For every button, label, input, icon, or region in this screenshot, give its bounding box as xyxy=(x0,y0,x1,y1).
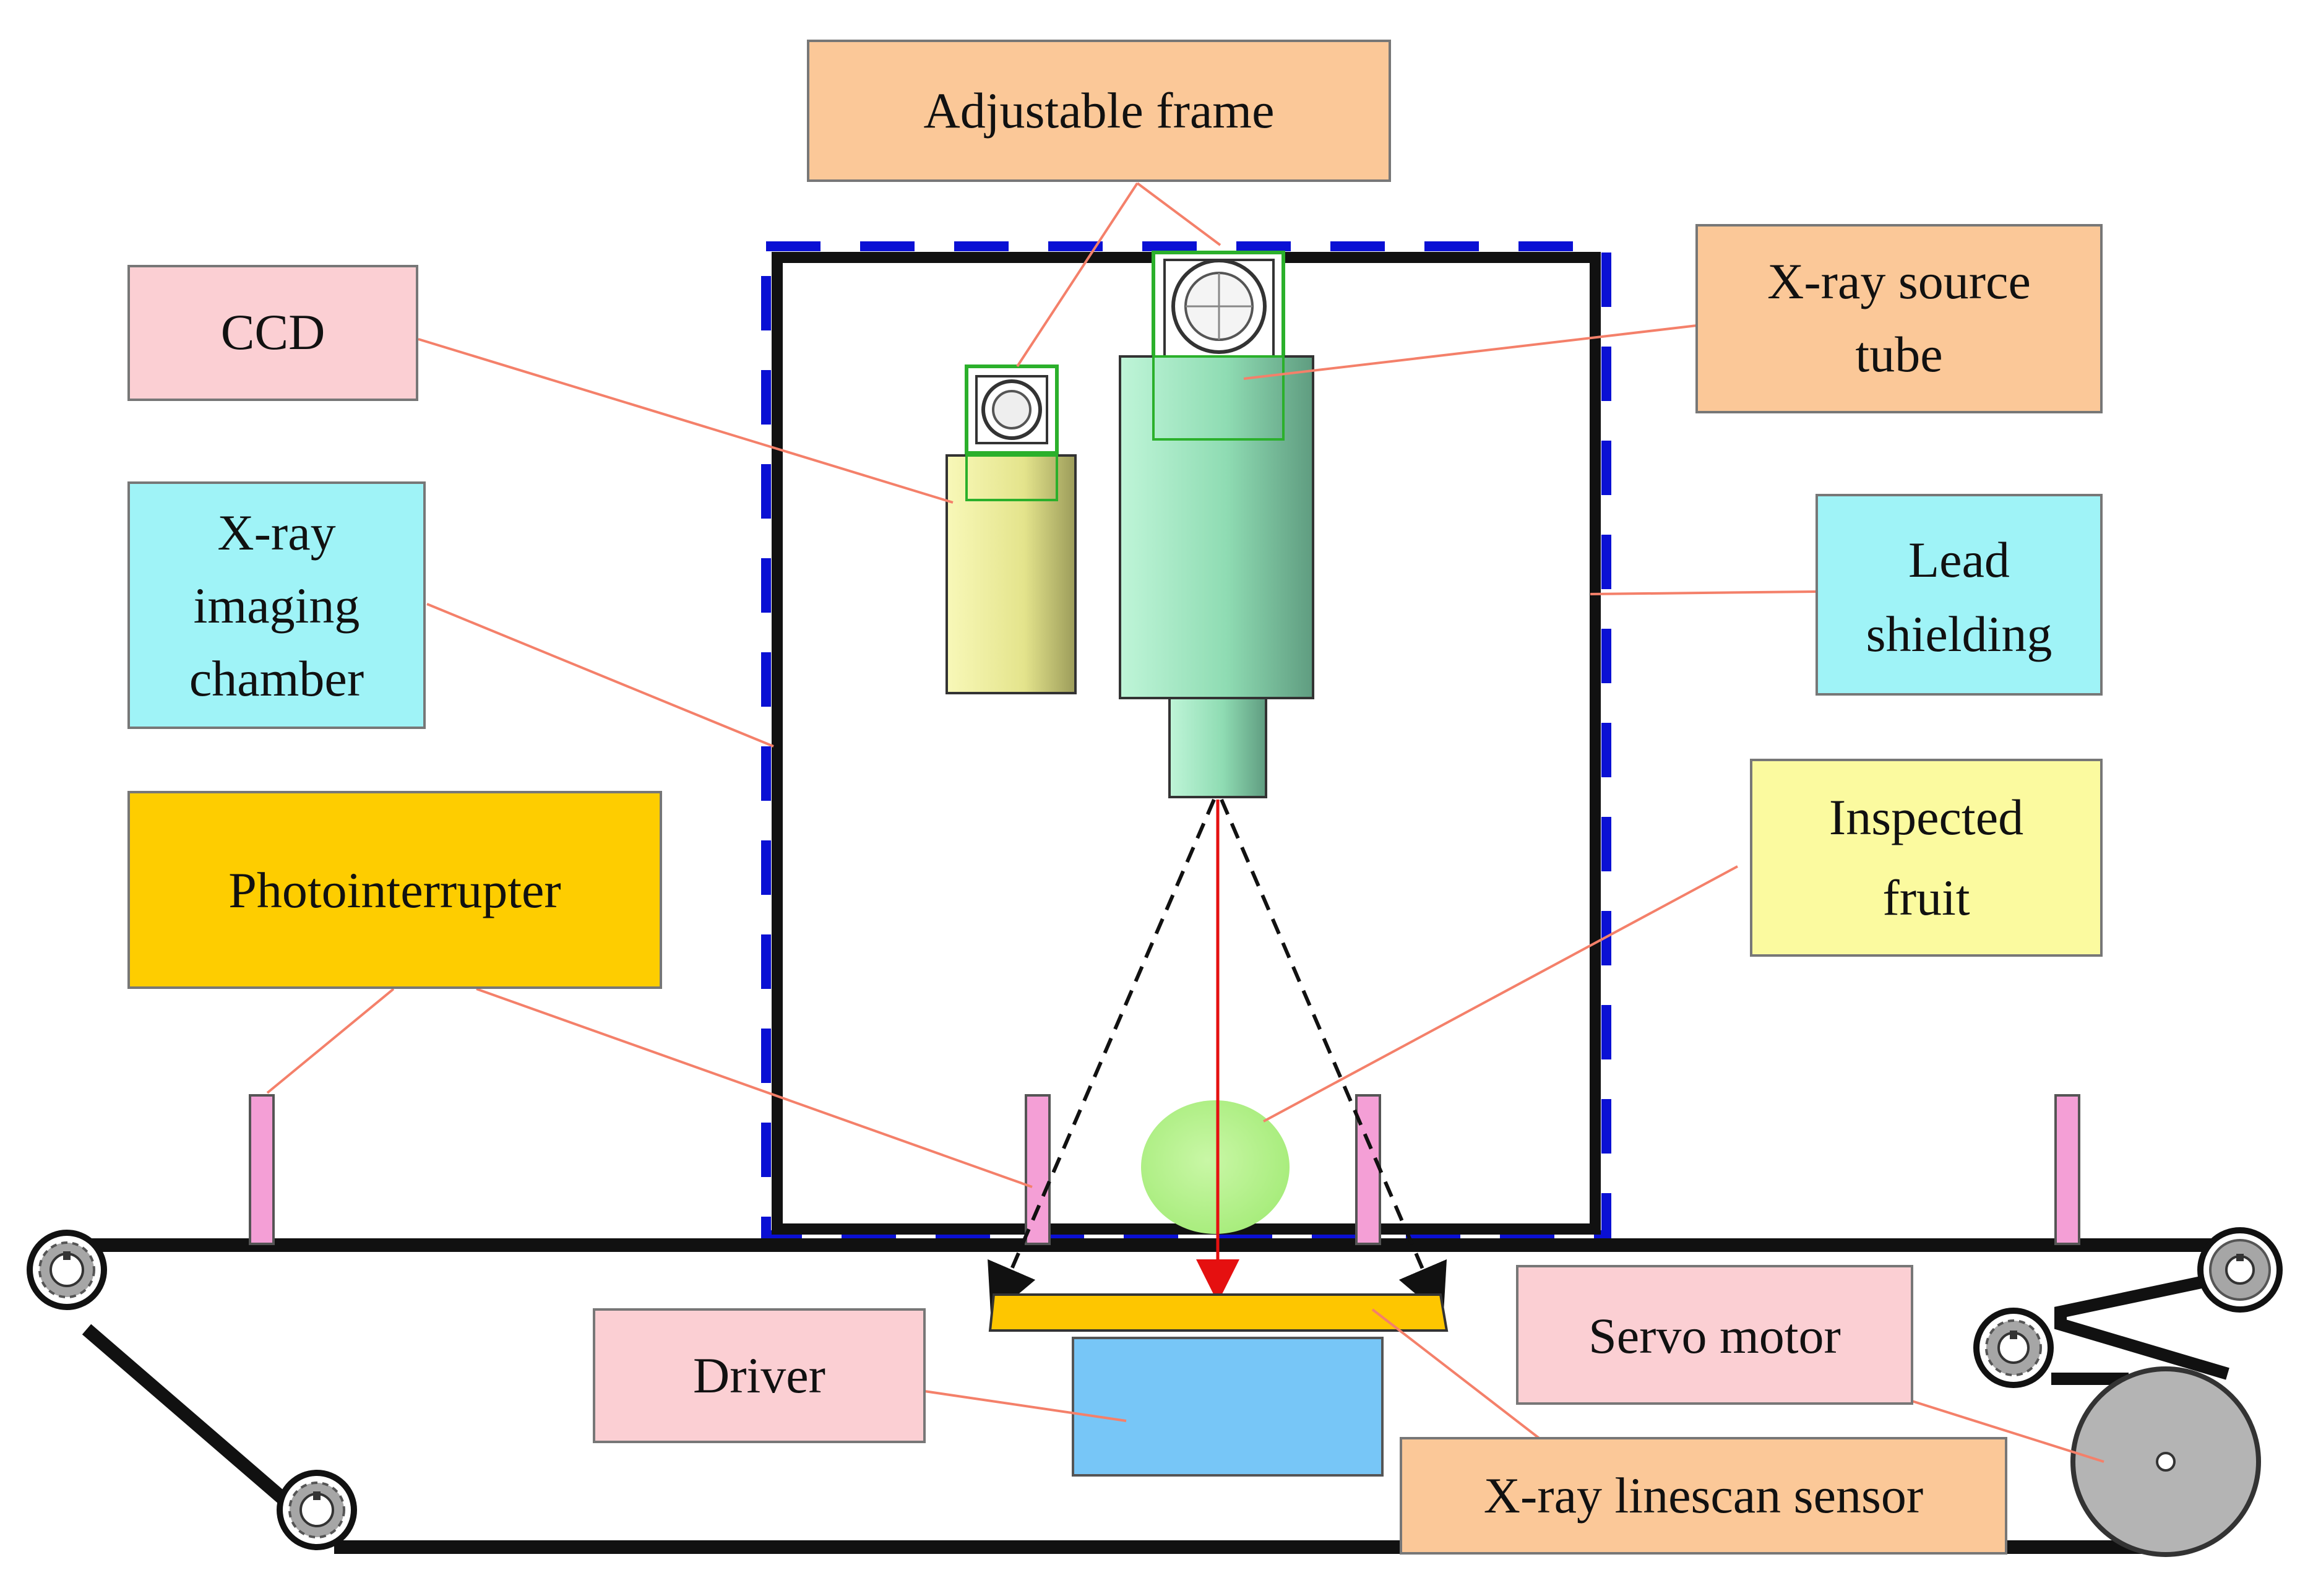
label-inspected-fruit: Inspected fruit xyxy=(1750,759,2103,957)
label-xray-source-tube: X-ray source tube xyxy=(1695,224,2103,413)
svg-text:X-ray source: X-ray source xyxy=(1767,253,2031,309)
svg-text:X-ray linescan sensor: X-ray linescan sensor xyxy=(1484,1467,1923,1524)
xray-beam-right-edge xyxy=(1220,798,1447,1318)
label-ccd: CCD xyxy=(127,265,418,401)
belt-post xyxy=(2054,1094,2080,1245)
label-adjustable-frame: Adjustable frame xyxy=(807,40,1391,182)
label-servo-motor: Servo motor xyxy=(1516,1265,1913,1405)
roller-right-middle xyxy=(1973,1308,2054,1388)
inspected-fruit-shape xyxy=(1141,1100,1290,1234)
svg-text:Driver: Driver xyxy=(693,1347,825,1404)
leader-lines xyxy=(266,182,2104,1463)
roller-left-bottom xyxy=(277,1470,357,1550)
driver-block xyxy=(1072,1337,1384,1477)
servo-motor-wheel xyxy=(2070,1366,2261,1557)
svg-text:shielding: shielding xyxy=(1866,606,2052,662)
svg-text:chamber: chamber xyxy=(189,650,364,707)
tube-mount xyxy=(1152,251,1285,361)
label-xray-linescan-sensor: X-ray linescan sensor xyxy=(1400,1437,2007,1555)
xray-source-tube-nozzle xyxy=(1168,697,1267,798)
svg-text:CCD: CCD xyxy=(221,304,325,360)
xray-beam-left-edge xyxy=(988,798,1216,1318)
svg-text:imaging: imaging xyxy=(194,577,360,634)
svg-text:Adjustable frame: Adjustable frame xyxy=(924,82,1275,139)
label-driver: Driver xyxy=(593,1308,926,1443)
svg-text:Inspected: Inspected xyxy=(1829,789,2023,845)
ccd-camera xyxy=(945,454,1077,694)
tube-mount-clamp xyxy=(1152,355,1285,441)
label-xray-imaging-chamber: X-ray imaging chamber xyxy=(127,481,426,729)
ccd-mount-clamp xyxy=(965,454,1058,501)
lead-shielding-frame xyxy=(761,241,1611,1240)
belt-post xyxy=(249,1094,275,1245)
roller-left-top xyxy=(27,1230,107,1310)
svg-text:Lead: Lead xyxy=(1908,532,2010,588)
svg-text:Photointerrupter: Photointerrupter xyxy=(228,862,561,918)
ccd-mount xyxy=(965,364,1059,455)
svg-text:fruit: fruit xyxy=(1882,869,1970,926)
svg-text:tube: tube xyxy=(1855,326,1942,382)
belt-post xyxy=(1025,1094,1051,1245)
svg-text:Servo motor: Servo motor xyxy=(1588,1308,1841,1364)
svg-text:X-ray: X-ray xyxy=(217,504,335,561)
roller-right-top xyxy=(2197,1227,2283,1313)
label-lead-shielding: Lead shielding xyxy=(1816,494,2103,696)
xray-linescan-sensor-bar xyxy=(988,1293,1449,1332)
label-photointerrupter: Photointerrupter xyxy=(127,791,662,989)
belt-post xyxy=(1355,1094,1381,1245)
